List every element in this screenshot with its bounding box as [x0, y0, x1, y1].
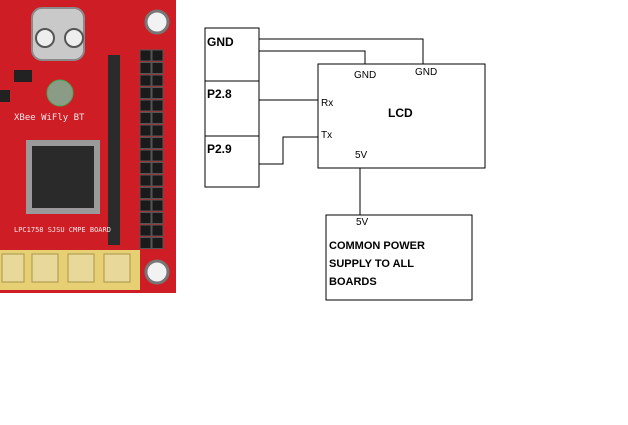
lcd-title: LCD: [388, 106, 413, 120]
header-pin: [151, 49, 164, 62]
header-pin: [151, 87, 164, 99]
header-pin: [151, 187, 164, 199]
rgb-led: [46, 79, 74, 107]
lcd-gnd-right-label: GND: [415, 67, 437, 78]
header-pin: [151, 237, 164, 249]
header-pin: [139, 224, 152, 237]
dev-board-photo: XBee WiFly BT LPC1758 SJSU CMPE BOARD: [0, 0, 176, 293]
mcu-chip: [32, 146, 94, 208]
header-pin: [139, 124, 152, 137]
header-pin: [151, 62, 164, 74]
connector-left: [14, 70, 32, 82]
header-pin: [151, 124, 164, 137]
lcd-gnd-left-label: GND: [354, 70, 376, 81]
button-3: [67, 253, 95, 283]
header-pin: [139, 112, 152, 124]
silkscreen-board-name: LPC1758 SJSU CMPE BOARD: [14, 226, 111, 234]
silkscreen-xbee: XBee WiFly BT: [14, 113, 85, 123]
header-pin: [139, 137, 152, 149]
header-pin: [139, 237, 152, 249]
header-pin: [139, 74, 152, 87]
battery-cell-2: [64, 28, 84, 48]
wire-p2-9-to-tx: [259, 136, 318, 165]
header-pin: [139, 99, 152, 112]
header-pin: [139, 174, 152, 187]
mcu-pin-block: [204, 27, 260, 188]
wire-gnd-to-lcd-gnd-left: [259, 50, 366, 64]
mount-hole-bottom-right: [144, 259, 170, 285]
power-block: [325, 214, 473, 301]
header-pin: [151, 112, 164, 124]
mount-hole-top-right: [144, 9, 170, 35]
header-pin: [151, 199, 164, 212]
pin-label-p2-9: P2.9: [207, 142, 232, 156]
header-pin: [139, 62, 152, 74]
header-pin: [151, 174, 164, 187]
button-1: [1, 253, 25, 283]
pin-label-gnd: GND: [207, 35, 234, 49]
lcd-tx-label: Tx: [321, 130, 332, 141]
header-pin: [139, 187, 152, 199]
power-5v-label: 5V: [356, 217, 369, 228]
header-pin: [139, 149, 152, 162]
header-pin: [139, 162, 152, 174]
header-pin: [151, 99, 164, 112]
header-pin: [151, 212, 164, 224]
connector-left-2: [0, 90, 10, 102]
header-pin: [151, 149, 164, 162]
header-pin: [139, 212, 152, 224]
lcd-5v-label: 5V: [355, 150, 368, 161]
header-pin: [151, 224, 164, 237]
header-pin: [139, 199, 152, 212]
header-pin: [139, 49, 152, 62]
header-pin: [151, 137, 164, 149]
button-4: [103, 253, 131, 283]
power-label-line-1: COMMON POWER: [329, 240, 425, 252]
power-label-line-2: SUPPLY TO ALL: [329, 258, 414, 270]
lcd-rx-label: Rx: [321, 98, 333, 109]
header-pin: [151, 162, 164, 174]
header-pin: [139, 87, 152, 99]
lcd-block: [317, 63, 486, 169]
pin-header-right: [139, 49, 164, 249]
pin-label-p2-8: P2.8: [207, 87, 232, 101]
header-pin: [151, 74, 164, 87]
button-2: [31, 253, 59, 283]
battery-cell: [35, 28, 55, 48]
power-label-line-3: BOARDS: [329, 276, 377, 288]
wire-gnd-to-lcd-gnd-right: [259, 38, 424, 64]
pin-header-inner: [108, 55, 120, 245]
